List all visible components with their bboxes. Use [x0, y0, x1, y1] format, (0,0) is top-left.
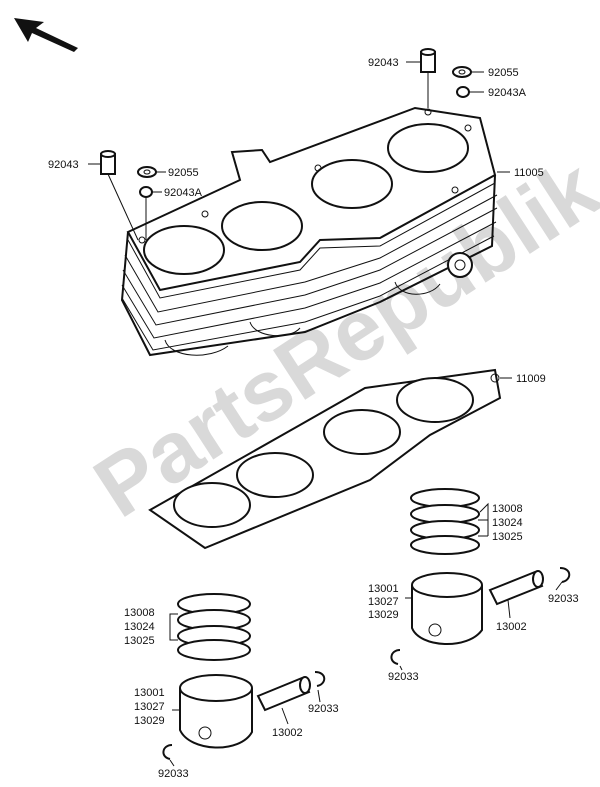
circlip-right-b — [390, 649, 401, 665]
label-92033-right-a: 92033 — [548, 593, 579, 605]
label-13024-left: 13024 — [124, 621, 155, 633]
circlip-left-a — [314, 671, 326, 687]
washer-right — [452, 66, 472, 78]
o-ring-right — [456, 86, 470, 98]
label-13001-left: 13001 — [134, 687, 165, 699]
o-ring-left — [139, 186, 153, 240]
part-number-labels: 92043 92055 92043A 92043 92055 92043A 11… — [48, 57, 579, 780]
label-92033-right-b: 92033 — [388, 671, 419, 683]
label-13024-right: 13024 — [492, 517, 523, 529]
circlip-right-a — [559, 567, 571, 583]
label-13025-right: 13025 — [492, 531, 523, 543]
label-13029-left: 13029 — [134, 715, 165, 727]
label-92043a-top-right: 92043A — [488, 87, 527, 99]
label-92055-top-right: 92055 — [488, 67, 519, 79]
label-11009: 11009 — [516, 373, 546, 385]
label-13008-right: 13008 — [492, 503, 523, 515]
piston-right — [411, 572, 483, 645]
label-92043-top-left: 92043 — [48, 159, 79, 171]
piston-pin-left — [256, 676, 311, 712]
label-13025-left: 13025 — [124, 635, 155, 647]
label-13029-right: 13029 — [368, 609, 399, 621]
label-92043-top-right: 92043 — [368, 57, 399, 69]
label-13027-right: 13027 — [368, 596, 399, 608]
label-92055-top-left: 92055 — [168, 167, 199, 179]
dowel-sleeve-left — [100, 150, 139, 241]
label-11005: 11005 — [514, 167, 544, 179]
dowel-sleeve-right — [420, 48, 436, 108]
breather-gear-icon — [447, 252, 473, 278]
label-13027-left: 13027 — [134, 701, 165, 713]
cylinder-base-gasket — [148, 368, 502, 550]
cylinder-block — [120, 106, 498, 357]
circlip-left-b — [162, 744, 173, 760]
piston-pin-right — [488, 570, 544, 606]
piston-rings-left — [177, 593, 251, 661]
label-13008-left: 13008 — [124, 607, 155, 619]
piston-left — [179, 674, 253, 749]
label-92033-left-a: 92033 — [308, 703, 339, 715]
label-92043a-top-left: 92043A — [164, 187, 203, 199]
leader-lines — [88, 61, 563, 767]
label-92033-left-b: 92033 — [158, 768, 189, 780]
washer-left — [137, 166, 157, 178]
piston-rings-right — [410, 488, 480, 555]
label-13002-right: 13002 — [496, 621, 527, 633]
label-13002-left: 13002 — [272, 727, 303, 739]
label-13001-right: 13001 — [368, 583, 399, 595]
front-direction-arrow-icon — [14, 18, 78, 52]
